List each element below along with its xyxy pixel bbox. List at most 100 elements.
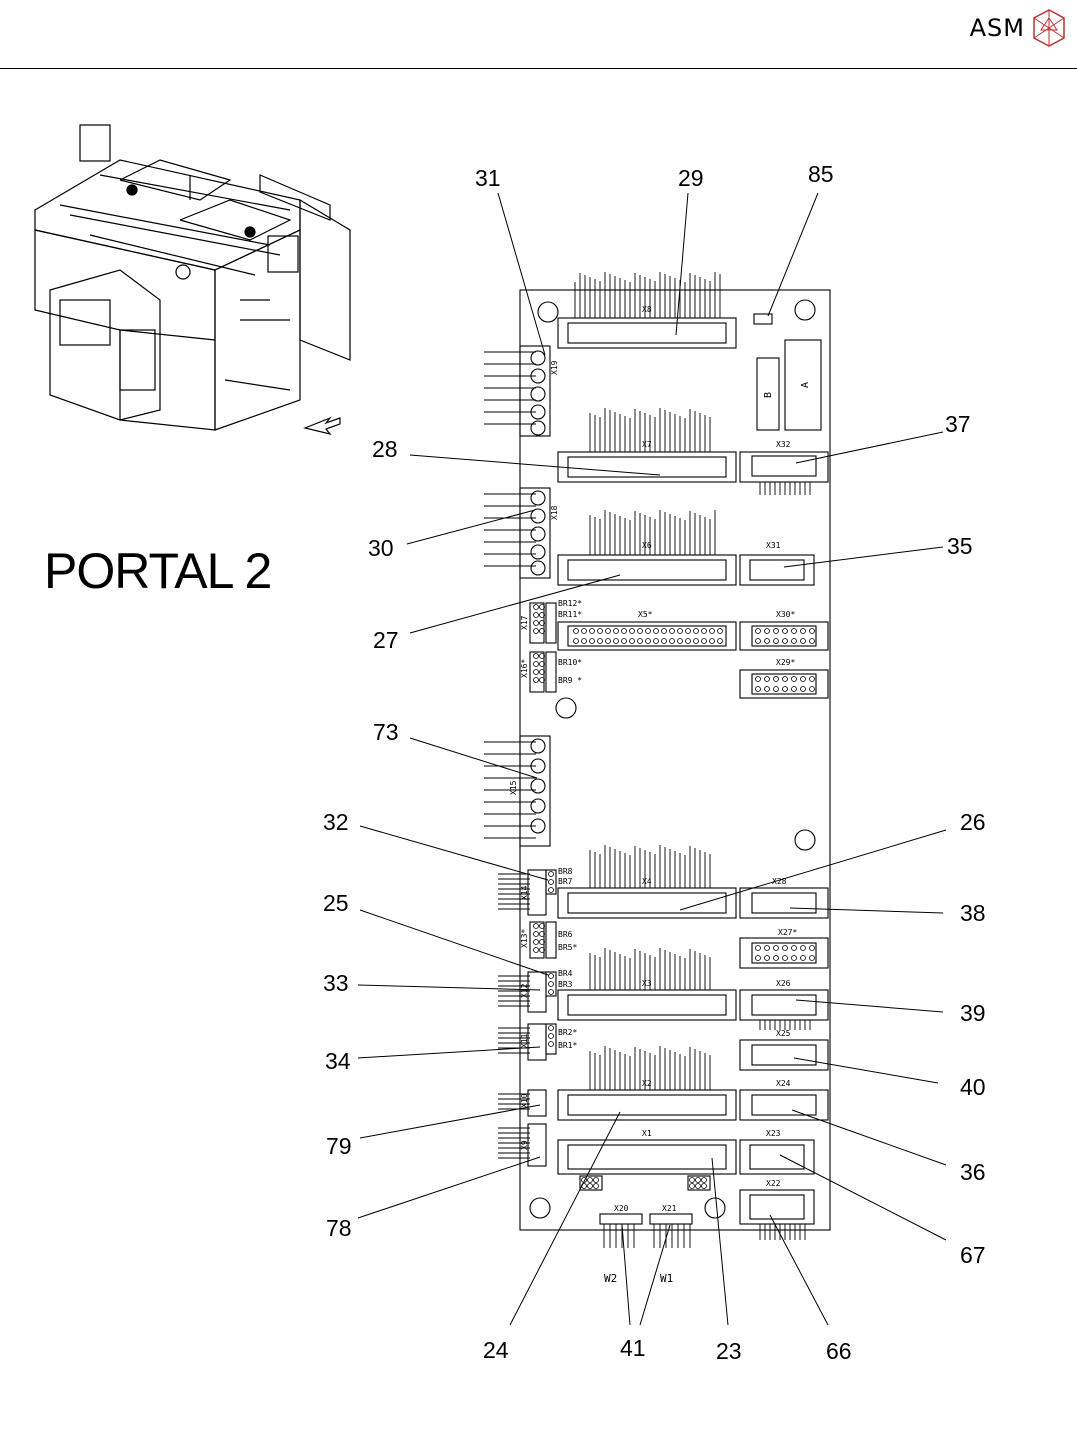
pin-dot [702, 1178, 707, 1183]
pin-dot [690, 1184, 695, 1189]
pin-dot [549, 1042, 554, 1047]
left-connectors [520, 346, 710, 1224]
pin-dot [534, 678, 539, 683]
pin-dot [792, 956, 797, 961]
leader-lines [358, 193, 946, 1325]
pin-dot [756, 687, 761, 692]
label-x18: X18 [550, 505, 559, 520]
pin-dot [702, 1184, 707, 1189]
pin-dot [765, 639, 770, 644]
pin-dot [590, 629, 595, 634]
callout-73: 73 [373, 719, 399, 745]
loop-pins [531, 351, 545, 833]
pin-dots [534, 605, 815, 1189]
pin-dot [765, 687, 770, 692]
pin-dot [696, 1178, 701, 1183]
pin-dot [702, 639, 707, 644]
callout-79: 79 [326, 1133, 352, 1159]
pin-dot [534, 605, 539, 610]
pin-dot [810, 687, 815, 692]
pin-dot [594, 1178, 599, 1183]
label-x2: X2 [642, 1079, 652, 1088]
pin-dot [718, 639, 723, 644]
pin-dot [774, 956, 779, 961]
label-br9: BR9 * [558, 676, 582, 685]
pin-dot [638, 629, 643, 634]
callout-31: 31 [475, 165, 501, 191]
pin-dot [549, 872, 554, 877]
pin-dot [792, 629, 797, 634]
flat-connector-x1 [558, 1140, 736, 1174]
pin-dot [710, 639, 715, 644]
label-x13: X13* [520, 929, 529, 948]
pin-dot [622, 629, 627, 634]
pin-dot [606, 639, 611, 644]
label-br8: BR8 [558, 867, 573, 876]
label-x17: X17 [520, 615, 529, 630]
label-x15: X15 [509, 780, 518, 795]
pin-dot [534, 924, 539, 929]
label-x31: X31 [766, 541, 781, 550]
label-br2: BR2* [558, 1028, 577, 1037]
pin-dot [810, 946, 815, 951]
pin-dot [792, 946, 797, 951]
pin-dot [774, 687, 779, 692]
callout-numbers: 31 29 85 37 28 30 35 27 73 32 26 25 38 3… [323, 161, 986, 1364]
pin-dot [678, 629, 683, 634]
pin-dot [774, 639, 779, 644]
pin-dot [801, 677, 806, 682]
pin-dot [765, 946, 770, 951]
callout-66: 66 [826, 1338, 852, 1364]
label-x27: X27* [778, 928, 797, 937]
callout-23: 23 [716, 1338, 742, 1364]
pin-dot [588, 1178, 593, 1183]
label-x16: X16* [520, 659, 529, 678]
pin-dot [638, 639, 643, 644]
pin-dot [810, 629, 815, 634]
pin-dot [590, 639, 595, 644]
pin-dot [756, 956, 761, 961]
loop-pin [531, 491, 545, 505]
pin-dot [810, 677, 815, 682]
pin-dot [534, 940, 539, 945]
label-br12: BR12* [558, 599, 582, 608]
loop-pin [531, 351, 545, 365]
machine-illustration [35, 125, 350, 434]
label-br10: BR10* [558, 658, 582, 667]
loop-pin [531, 545, 545, 559]
label-x29: X29* [776, 658, 795, 667]
pin-dot [765, 677, 770, 682]
label-br6: BR6 [558, 930, 573, 939]
label-x32: X32 [776, 440, 791, 449]
callout-27: 27 [373, 627, 399, 653]
callout-41: 41 [620, 1335, 646, 1361]
pin-dot [549, 974, 554, 979]
pin-dot [588, 1184, 593, 1189]
pin-dot [534, 932, 539, 937]
pin-dot [574, 639, 579, 644]
pin-dot [765, 629, 770, 634]
callout-24: 24 [483, 1337, 509, 1363]
pin-dot [534, 948, 539, 953]
label-x19: X19 [550, 360, 559, 375]
label-x12: X12 [520, 983, 529, 998]
callout-40: 40 [960, 1074, 986, 1100]
callout-26: 26 [960, 809, 986, 835]
label-x14: X14 [520, 885, 529, 900]
flat-connector-x6 [558, 555, 736, 585]
callout-67: 67 [960, 1242, 986, 1268]
label-w1: W1 [660, 1272, 673, 1285]
label-w2: W2 [604, 1272, 617, 1285]
pin-dot [810, 956, 815, 961]
pin-dot [662, 639, 667, 644]
pin-dot [694, 629, 699, 634]
pin-dot [654, 639, 659, 644]
pin-dot [774, 946, 779, 951]
label-x24: X24 [776, 1079, 791, 1088]
pin-dot [622, 639, 627, 644]
pin-dot [534, 621, 539, 626]
label-br3: BR3 [558, 980, 573, 989]
pin-dot [574, 629, 579, 634]
pin-dot [549, 888, 554, 893]
pin-dot [630, 639, 635, 644]
